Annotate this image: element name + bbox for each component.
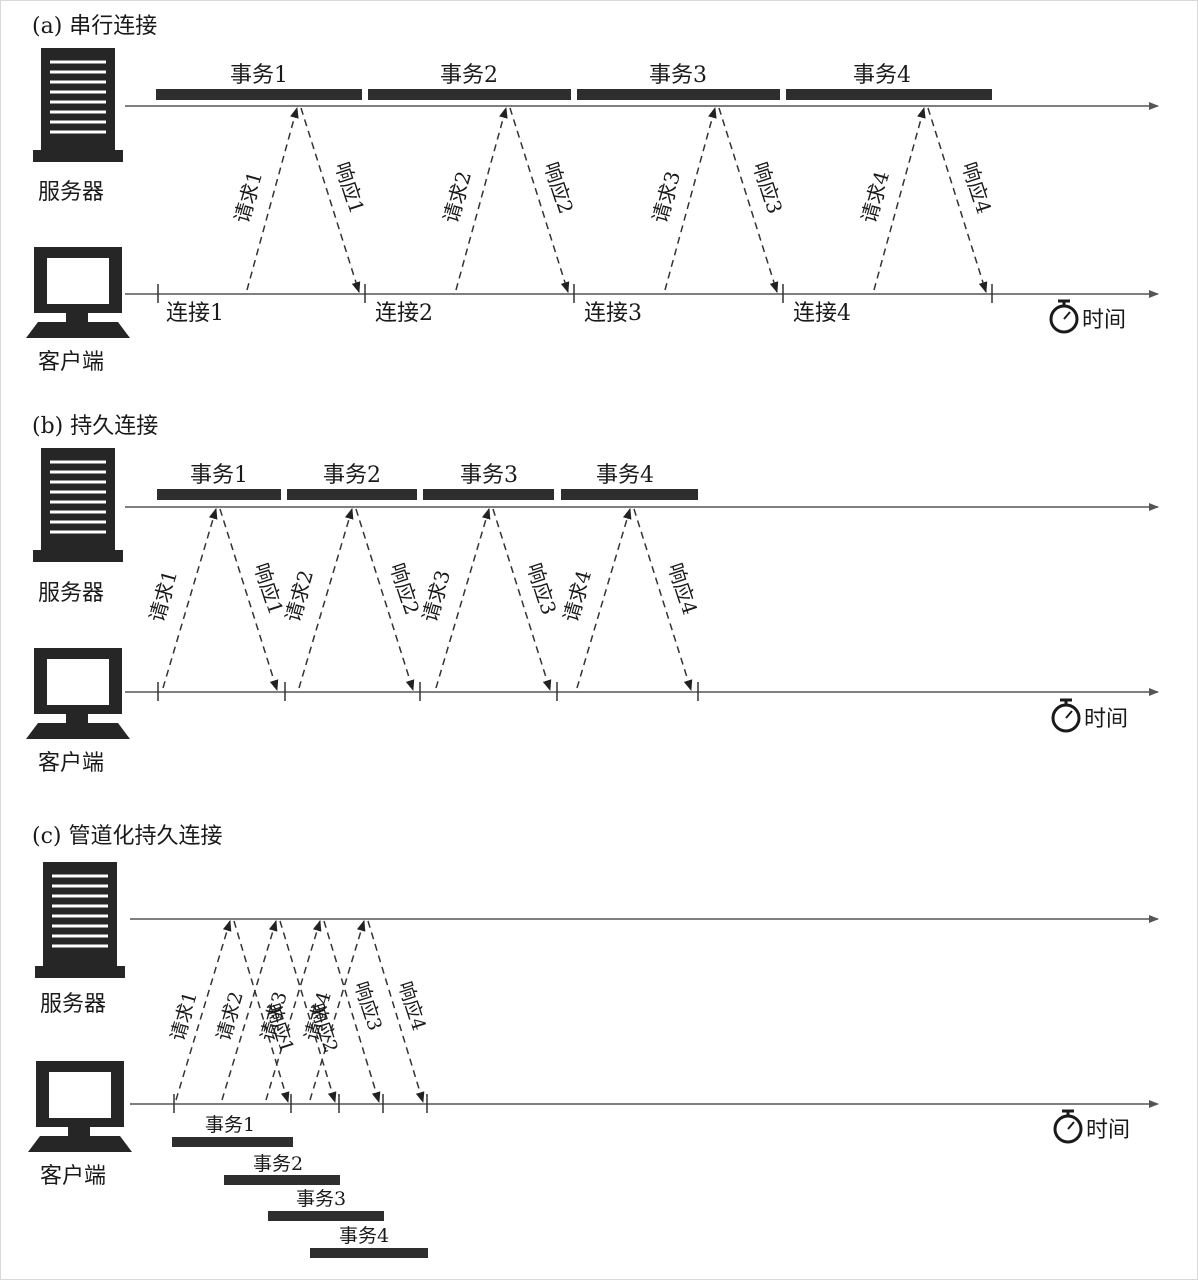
transaction-label: 事务1 — [205, 1114, 255, 1136]
request-label: 请求4 — [856, 168, 894, 225]
connection-label: 连接1 — [166, 301, 224, 326]
response-arrow — [492, 508, 552, 692]
response-arrow — [279, 920, 337, 1104]
client-icon — [26, 247, 130, 338]
response-arrow — [927, 107, 988, 294]
response-arrow — [509, 107, 570, 294]
response-arrow — [355, 508, 415, 692]
transaction-bar — [157, 489, 281, 500]
request-arrow — [246, 106, 299, 291]
transaction-label: 事务2 — [440, 63, 498, 88]
transaction-bar — [423, 489, 554, 500]
transaction-bar — [577, 89, 780, 100]
time-label: 时间 — [1084, 707, 1128, 732]
transaction-bar — [268, 1211, 384, 1221]
transaction-label: 事务3 — [649, 63, 707, 88]
transaction-label: 事务3 — [296, 1188, 346, 1210]
transaction-label: 事务1 — [190, 463, 248, 488]
transaction-label: 事务4 — [339, 1225, 389, 1247]
section-title: (b) 持久连接 — [32, 414, 158, 439]
connection-label: 连接4 — [793, 301, 851, 326]
response-arrow — [219, 508, 279, 692]
request-label: 请求3 — [417, 567, 455, 624]
request-label: 请求2 — [213, 989, 248, 1043]
client-label: 客户端 — [38, 751, 104, 776]
server-label: 服务器 — [38, 180, 104, 205]
section-pipelined: (c) 管道化持久连接 服务器 客户端 — [28, 824, 1159, 1258]
transaction-bar — [561, 489, 698, 500]
stopwatch-icon — [1053, 1109, 1083, 1144]
request-label: 请求1 — [229, 168, 267, 225]
transaction-label: 事务4 — [853, 63, 911, 88]
response-label: 响应4 — [957, 159, 996, 217]
connection-label: 连接3 — [584, 301, 642, 326]
request-arrow — [873, 106, 926, 291]
response-label: 响应3 — [522, 560, 561, 618]
transaction-bar — [172, 1137, 293, 1147]
request-label: 请求1 — [144, 567, 182, 624]
response-arrow — [633, 508, 693, 692]
transaction-bar — [224, 1175, 340, 1185]
section-persistent: (b) 持久连接 服务器 客户端 事务1 事务2 事务3 事 — [26, 414, 1159, 776]
response-arrow — [718, 107, 779, 294]
response-label: 响应3 — [748, 159, 787, 217]
response-arrow — [323, 920, 381, 1104]
server-icon — [35, 862, 125, 978]
client-icon — [26, 648, 130, 739]
section-serial: (a) 串行连接 服务器 客户端 事务1 — [26, 14, 1159, 375]
transaction-label: 事务1 — [230, 63, 288, 88]
transaction-bar — [156, 89, 362, 100]
connection-label: 连接2 — [375, 301, 433, 326]
request-label: 请求2 — [438, 168, 476, 225]
response-label: 响应4 — [663, 560, 702, 618]
server-label: 服务器 — [40, 992, 106, 1017]
response-label: 响应1 — [330, 159, 369, 217]
response-label: 响应2 — [385, 560, 424, 618]
response-label: 响应2 — [539, 159, 578, 217]
request-label: 请求1 — [167, 989, 202, 1043]
transaction-bar — [310, 1248, 428, 1258]
time-label: 时间 — [1082, 308, 1126, 333]
request-arrow — [664, 106, 717, 291]
transaction-label: 事务2 — [323, 463, 381, 488]
request-label: 请求2 — [280, 567, 318, 624]
transaction-bar — [368, 89, 571, 100]
transaction-bar — [786, 89, 992, 100]
request-arrow — [455, 106, 508, 291]
section-title: (c) 管道化持久连接 — [32, 824, 222, 849]
section-title: (a) 串行连接 — [32, 14, 157, 39]
client-icon — [28, 1061, 132, 1152]
server-icon — [33, 448, 123, 562]
server-label: 服务器 — [38, 581, 104, 606]
response-arrow — [300, 107, 361, 294]
stopwatch-icon — [1049, 299, 1079, 334]
transaction-bar — [287, 489, 417, 500]
response-arrow — [367, 920, 425, 1104]
client-label: 客户端 — [40, 1164, 106, 1189]
response-arrow — [233, 920, 290, 1104]
transaction-label: 事务2 — [253, 1153, 303, 1175]
request-label: 请求3 — [647, 168, 685, 225]
time-label: 时间 — [1086, 1118, 1130, 1143]
transaction-label: 事务3 — [460, 463, 518, 488]
request-label: 请求4 — [558, 567, 596, 624]
server-icon — [33, 48, 123, 162]
stopwatch-icon — [1051, 698, 1081, 733]
transaction-label: 事务4 — [596, 463, 654, 488]
client-label: 客户端 — [38, 350, 104, 375]
